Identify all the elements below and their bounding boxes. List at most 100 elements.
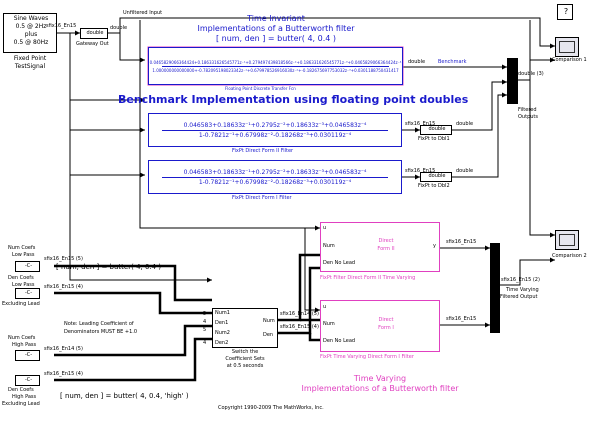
dbl2-caption: FixPt to Dbl2 [418, 183, 450, 189]
dbl1-caption: FixPt to Dbl1 [418, 136, 450, 142]
k-label: -C- [24, 290, 33, 296]
note-line1: Note: Leading Coefficient of [64, 321, 134, 327]
tv-mux-sig: sfix16_En15 (2) [501, 277, 540, 283]
tv-mux-cap2: Filtered Output [500, 294, 538, 300]
df1-num: 0.046583+0.18633z⁻¹+0.2795z⁻²+0.18633z⁻³… [183, 168, 367, 176]
switch-out-den: Den [263, 332, 274, 338]
sig-label-source: sfix16_En15 [46, 23, 77, 29]
source-line1: Sine Waves [13, 15, 49, 22]
source-line3: plus [24, 31, 38, 38]
ti-title-3: [ num, den ] = butter( 4, 0.4 ) [215, 34, 337, 43]
float-tf-caption: Floating Point Discrete Transfer Fcn [225, 86, 296, 91]
switch-cap2: Coefficient Sets [225, 356, 265, 362]
ti-title-1: Time Invariant [247, 14, 305, 23]
comparison-1-scope[interactable] [555, 37, 579, 57]
fixpt-to-dbl1-block[interactable]: double [420, 125, 452, 135]
denhigh-b: High Pass [12, 394, 37, 400]
n-four-a: 4 [203, 319, 207, 325]
comparison-2-scope[interactable] [555, 230, 579, 250]
sine-source-block[interactable]: Sine Waves 0.5 @ 2Hz plus 0.5 @ 80Hz [3, 13, 57, 53]
tv1-den: Den No Lead [323, 338, 356, 344]
numlow-b: Low Pass [12, 252, 35, 258]
k-label: -C- [24, 263, 33, 269]
note-line2: Denominators MUST BE +1.0 [64, 329, 138, 335]
switch-in-num1: Num1 [215, 310, 230, 316]
tv1-name1: Direct [378, 317, 394, 323]
float-out-sig: double [408, 59, 426, 65]
tv2-u: u [323, 225, 327, 231]
help-icon: ? [563, 7, 569, 16]
tv1-caption: FixPt Time Varying Direct Form I Filter [320, 354, 414, 360]
float-tf-den: 1.000000000000000+-0.782095198023342z⁻¹+… [152, 67, 399, 73]
denlow-c: Excluding Lead [2, 301, 40, 307]
filtered-outputs-mux[interactable] [507, 58, 518, 104]
tv-df2-filter-block[interactable]: u Num Den No Lead Direct Form II y [320, 222, 440, 272]
n-four-b: 4 [203, 340, 207, 346]
numhigh-a: Num Coefs [8, 335, 36, 341]
tv1-u: u [323, 304, 327, 310]
mux1-cap3: Outputs [518, 114, 538, 120]
unfiltered-label: Unfiltered Input [123, 10, 163, 16]
tv-filtered-output-mux[interactable] [490, 243, 500, 333]
gateway-caption: Gateway Out [76, 41, 109, 47]
fixpt-to-dbl2-block[interactable]: double [420, 172, 452, 182]
tv2-name2: Form II [377, 246, 395, 252]
source-caption1: Fixed Point [13, 55, 47, 62]
fixpt-df1-filter-block[interactable]: 0.046583+0.18633z⁻¹+0.2795z⁻²+0.18633z⁻³… [148, 160, 402, 194]
butter-low-label: [ num, den ] = butter( 4, 0.4 ) [56, 263, 162, 271]
dbl2-out: double [456, 168, 474, 174]
den-coefs-high-block[interactable]: -C- [15, 375, 40, 386]
numlow-a: Num Coefs [8, 245, 36, 251]
coef-sig-3: sfix16_En14 (5) [44, 346, 83, 352]
coefficient-switch-block[interactable]: Num1 Den1 Num2 Den2 Num Den [212, 308, 278, 348]
source-line2: 0.5 @ 2Hz [15, 23, 47, 30]
float-transfer-fcn-block[interactable]: 0.0465829066364424+0.186331626545771z⁻¹+… [148, 47, 403, 85]
copyright: Copyright 1990-2009 The MathWorks, Inc. [218, 405, 324, 411]
source-line4: 0.5 @ 80Hz [13, 39, 49, 46]
gateway-out-sig: double [110, 25, 128, 31]
switch-in-num2: Num2 [215, 330, 230, 336]
tv-mux-cap1: Time Varying [506, 287, 539, 293]
sig-df1-out: sfix16_En15 [405, 168, 436, 174]
n-five-b: 5 [203, 327, 207, 333]
coef-sig-2: sfix16_En15 (4) [44, 284, 83, 290]
float-tf-divider [161, 65, 390, 67]
gateway-out-block[interactable]: double [80, 28, 108, 39]
df2-divider [161, 129, 389, 131]
ti-title-2: Implementations of a Butterworth filter [197, 24, 355, 33]
benchmark-heading: Benchmark Implementation using floating … [118, 93, 469, 106]
df2-caption: FixPt Direct Form II Filter [232, 148, 294, 154]
tv-df1-filter-block[interactable]: u Num Den No Lead Direct Form I [320, 300, 440, 352]
switch-in-den1: Den1 [215, 320, 229, 326]
tv-out-a: sfix16_En15 [446, 239, 477, 245]
mux1-out-sig: double (3) [518, 71, 544, 77]
num-coefs-low-block[interactable]: -C- [15, 261, 40, 272]
df1-divider [161, 176, 389, 178]
tv1-num: Num [323, 321, 335, 327]
denlow-a: Den Coefs [8, 275, 34, 281]
gateway-label: double [86, 30, 104, 36]
fixpt-df2-filter-block[interactable]: 0.046583+0.18633z⁻¹+0.2795z⁻²+0.18633z⁻³… [148, 113, 402, 147]
switch-cap1: Switch the [231, 349, 259, 355]
help-button[interactable]: ? [557, 4, 573, 20]
source-caption2: TestSignal [14, 63, 46, 70]
comparison-1-label: Comparison 1 [552, 57, 587, 63]
tv2-caption: FixPt Filter Direct Form II Time Varying [320, 275, 416, 281]
butter-high-label: [ num, den ] = butter( 4, 0.4, 'high' ) [60, 392, 189, 400]
df2-den: 1-0.7821z⁻¹+0.67998z⁻²-0.18268z⁻³+0.0301… [198, 131, 352, 139]
sw-out-sig1: sfix16_En14 (5) [280, 311, 319, 317]
dbl1-label: double [428, 126, 446, 132]
num-coefs-high-block[interactable]: -C- [15, 350, 40, 361]
tv2-name1: Direct [378, 238, 394, 244]
numhigh-b: High Pass [12, 342, 37, 348]
float-tf-num: 0.0465829066364424+0.186331626545771z⁻¹+… [149, 59, 402, 65]
coef-sig-4: sfix16_En15 (4) [44, 371, 83, 377]
tv-title-1: Time Varying [353, 374, 407, 383]
df1-den: 1-0.7821z⁻¹+0.67998z⁻²-0.18268z⁻³+0.0301… [198, 178, 352, 186]
den-coefs-low-block[interactable]: -C- [15, 288, 40, 299]
df1-caption: FixPt Direct Form I Filter [232, 195, 292, 201]
switch-out-num: Num [263, 318, 275, 324]
coef-sig-1: sfix16_En15 (5) [44, 256, 83, 262]
tv2-den: Den No Lead [323, 260, 356, 266]
